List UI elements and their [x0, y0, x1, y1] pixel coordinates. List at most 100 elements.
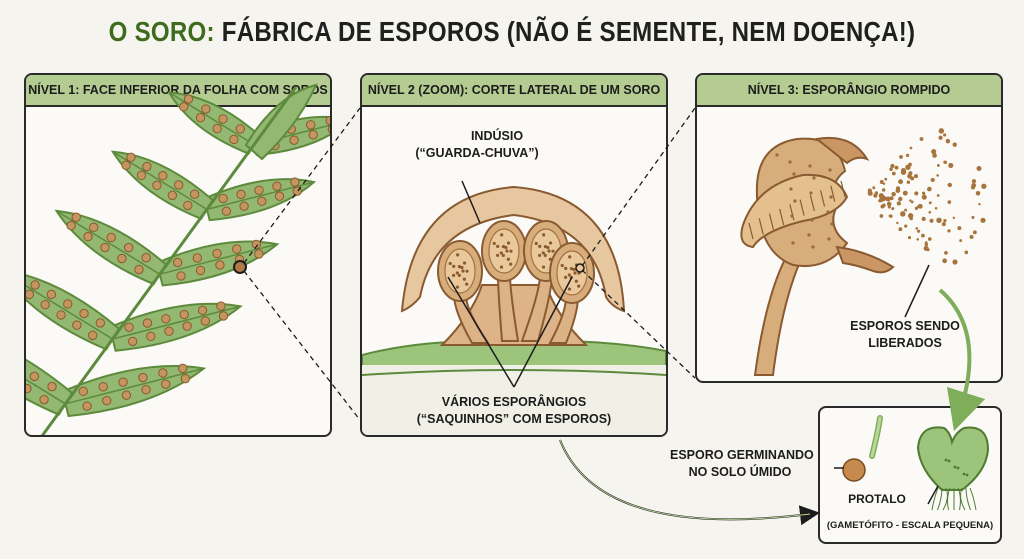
sorus [95, 318, 106, 328]
sorus [195, 265, 206, 276]
released-spores [867, 128, 987, 318]
sorus [141, 384, 151, 395]
sorus [47, 381, 57, 392]
sorus [46, 289, 57, 300]
sorus [102, 395, 112, 406]
sorus [26, 383, 32, 394]
sorus [201, 104, 211, 114]
sorus [136, 170, 147, 181]
sorus [141, 253, 151, 263]
germination-illustration [834, 415, 990, 511]
sorus [236, 189, 246, 200]
sorus [82, 401, 92, 411]
sorus [325, 115, 330, 126]
sorus [106, 232, 116, 243]
sorus [306, 120, 316, 130]
sorus [72, 320, 82, 330]
sorus [66, 220, 76, 231]
germinating-spore [842, 458, 866, 482]
sorus [121, 390, 132, 400]
sorus [134, 264, 144, 275]
sorus [174, 180, 184, 190]
sorus [178, 363, 188, 374]
sorus [189, 189, 200, 199]
sorus [272, 181, 282, 191]
pinna [26, 274, 121, 351]
sorus [257, 196, 267, 206]
sorus [83, 231, 93, 242]
sorus [229, 134, 239, 145]
sorus [179, 309, 189, 320]
sorus [152, 180, 162, 191]
spore-germinating-label-2: NO SOLO ÚMIDO [688, 465, 792, 479]
prothallus [916, 426, 990, 491]
sorus [98, 382, 108, 392]
sorus [221, 206, 232, 216]
sorus [218, 193, 228, 204]
sorus [197, 305, 208, 316]
sorus [117, 253, 127, 264]
spores-label-1: ESPOROS SENDO [850, 319, 960, 333]
sorus [216, 301, 226, 311]
sorus [158, 171, 168, 181]
sorus [142, 318, 153, 328]
sorus [138, 372, 148, 383]
fern-leaf-illustration [26, 83, 330, 435]
title-accent: O SORO: [108, 16, 215, 47]
sporangia-group [437, 220, 595, 344]
sorus [218, 311, 229, 321]
title-rest: FÁBRICA DE ESPOROS (NÃO É SEMENTE, NEM D… [214, 16, 916, 47]
sorus [251, 239, 262, 250]
sorus [212, 123, 222, 134]
panel-level-3: NÍVEL 3: ESPORÂNGIO ROMPIDO ESPOROS SEND… [695, 73, 1003, 383]
sorus [292, 186, 302, 196]
sorus [26, 289, 35, 300]
sorus [89, 222, 99, 233]
sorus [29, 371, 40, 382]
spores-label-2: LIBERADOS [868, 336, 942, 350]
sorus [79, 308, 89, 319]
sorus [234, 254, 245, 265]
sorus [158, 368, 168, 378]
sporangia-label-2: (“SAQUINHOS” COM ESPOROS) [416, 412, 612, 426]
sorus [56, 310, 66, 320]
sorus [167, 190, 178, 201]
panel-level-1: NÍVEL 1: FACE INFERIOR DA FOLHA COM SORO… [24, 73, 332, 437]
sorus [179, 102, 189, 112]
panel-level-3-header: NÍVEL 3: ESPORÂNGIO ROMPIDO [697, 75, 1001, 107]
sorus [40, 299, 50, 310]
sorus [183, 200, 193, 211]
sorus [180, 373, 191, 384]
sorus [212, 248, 222, 259]
sorus [118, 377, 128, 387]
sorus [123, 242, 134, 253]
sorus [172, 257, 183, 268]
sorus [63, 299, 73, 309]
sorus [235, 124, 246, 134]
sorus [254, 249, 264, 259]
sorus [39, 394, 49, 405]
sorus [176, 271, 186, 281]
indusium-label-1: INDÚSIO [470, 129, 524, 143]
sorus [71, 212, 81, 222]
sorus [164, 326, 174, 336]
fern-frond [26, 83, 330, 435]
sorus [30, 280, 40, 290]
indusium-label-2: (“GUARDA-CHUVA”) [415, 146, 539, 160]
panel-level-2-header: NÍVEL 2 (ZOOM): CORTE LATERAL DE UM SORO [362, 75, 666, 107]
sorus [274, 191, 285, 201]
sorus [146, 331, 156, 342]
sorus [290, 177, 300, 187]
sorus [218, 114, 228, 124]
panel-germination: PROTALO (GAMETÓFITO - ESCALA PEQUENA) [818, 406, 1002, 544]
sorus [121, 160, 131, 171]
sorus [127, 336, 138, 347]
ruptured-sporangium-illustration [740, 128, 987, 376]
page-title: O SORO: FÁBRICA DE ESPOROS (NÃO É SEMENT… [72, 16, 953, 48]
sorus [215, 260, 225, 270]
sorus [124, 322, 134, 332]
spore-germinating-label-1: ESPORO GERMINANDO [670, 448, 814, 462]
sorus [232, 244, 242, 254]
sorus [289, 135, 299, 145]
sorus [126, 152, 136, 163]
